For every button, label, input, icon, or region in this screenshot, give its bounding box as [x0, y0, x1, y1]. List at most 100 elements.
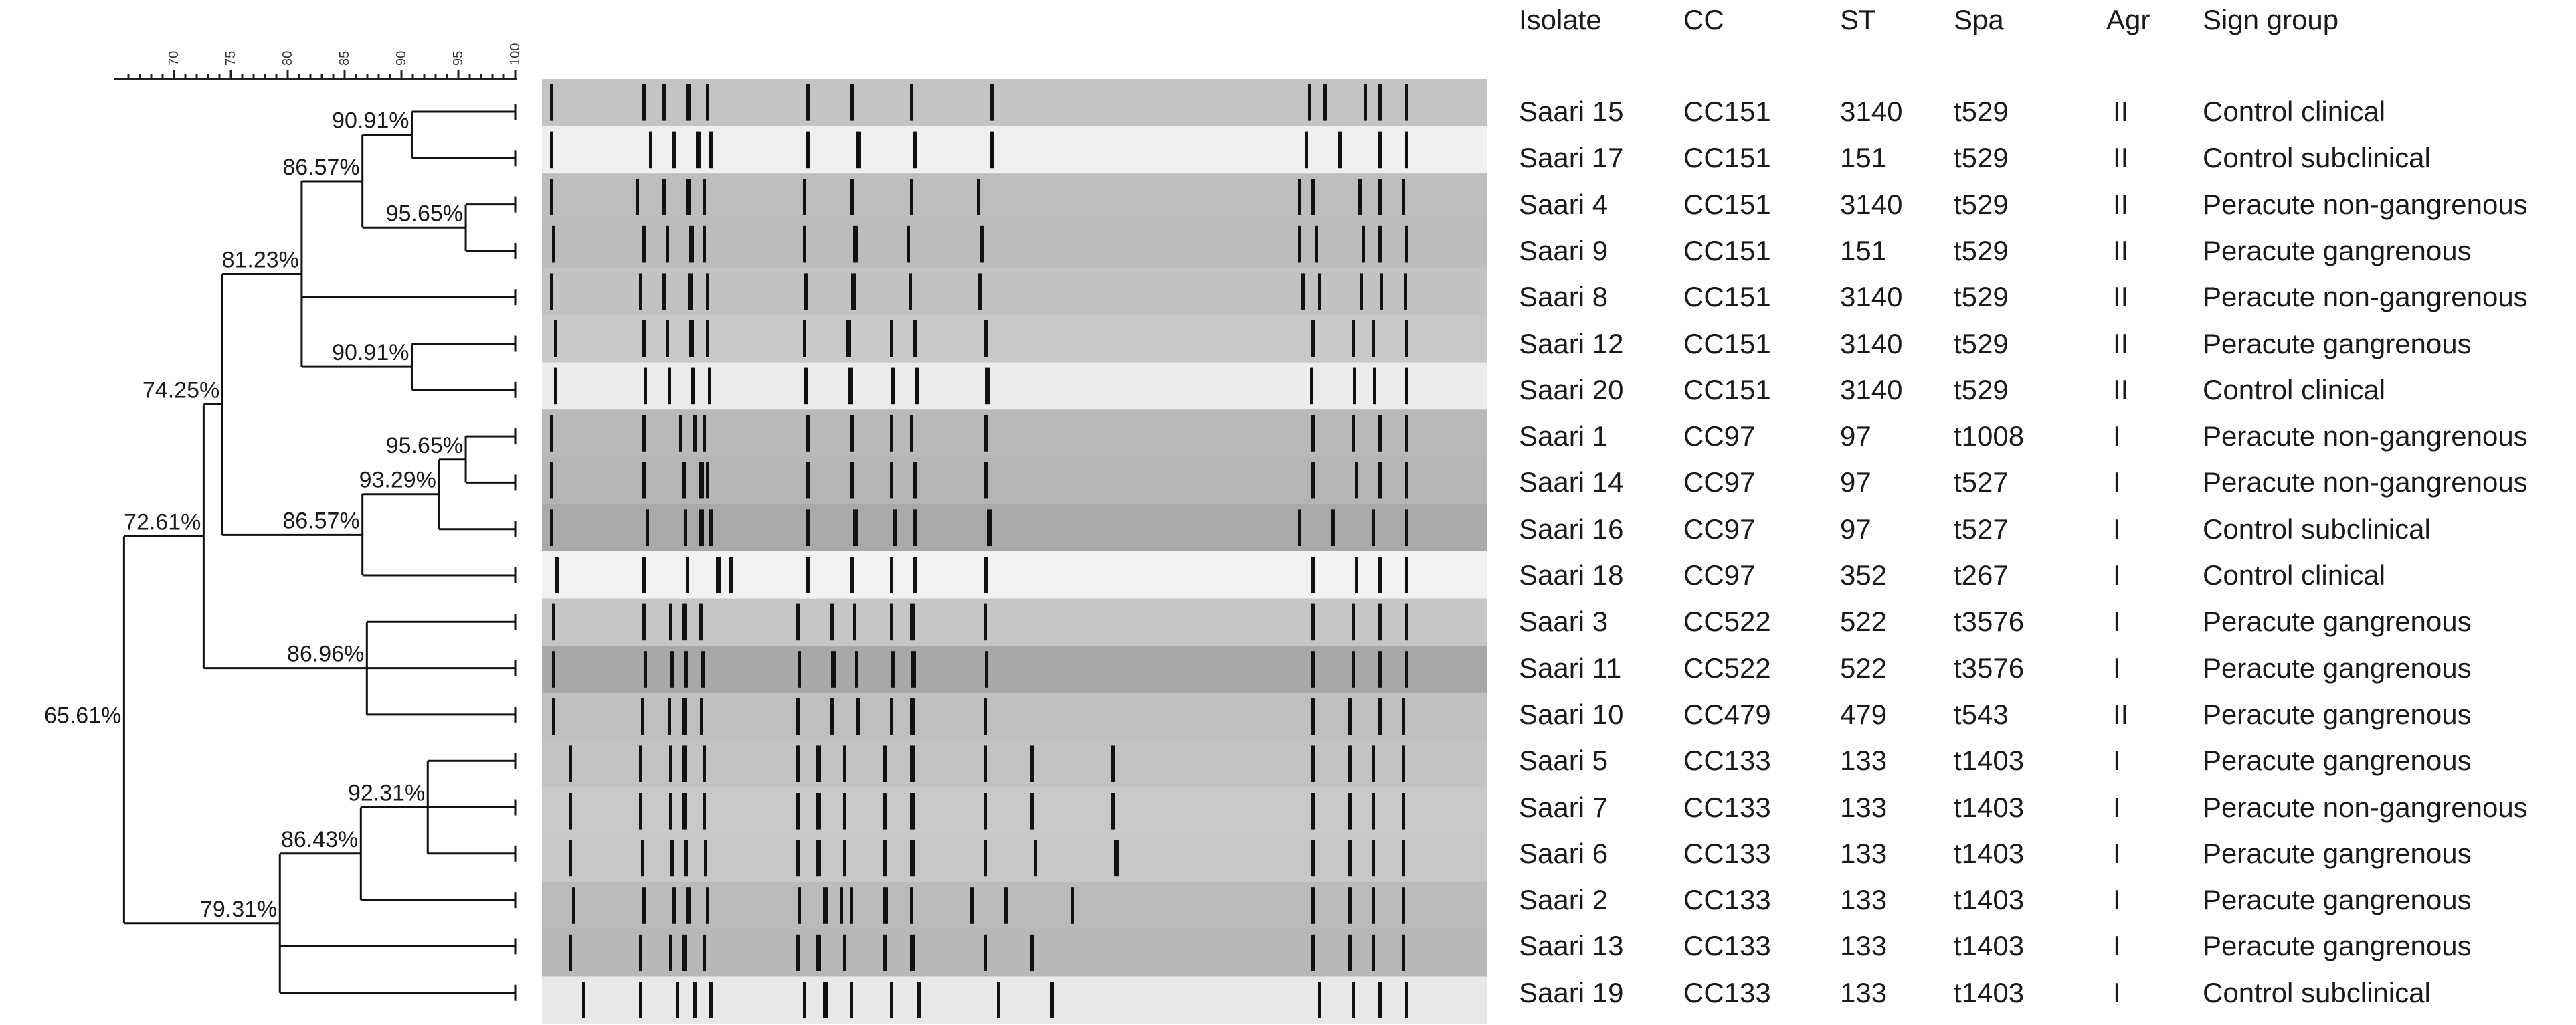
gel-band: [985, 367, 990, 405]
gel-band: [798, 887, 801, 924]
cell-sign-group: Peracute gangrenous: [2203, 745, 2472, 777]
gel-band: [853, 509, 858, 546]
gel-band: [699, 462, 704, 499]
gel-band: [639, 745, 642, 782]
gel-band: [706, 462, 709, 499]
cell-st: 97: [1840, 466, 1871, 498]
cell-isolate: Saari 15: [1519, 96, 1624, 127]
node-similarity-label: 86.57%: [282, 155, 359, 180]
gel-band: [806, 462, 810, 499]
gel-band: [855, 651, 858, 688]
gel-band: [642, 320, 646, 357]
cell-agr: I: [2113, 930, 2121, 962]
cell-spa: t529: [1954, 96, 2009, 127]
gel-band: [709, 982, 713, 1018]
gel-band: [913, 320, 917, 357]
gel-band: [642, 84, 646, 121]
gel-band: [840, 887, 843, 924]
cell-spa: t529: [1954, 142, 2009, 174]
gel-band: [890, 603, 893, 641]
gel-band: [1405, 462, 1408, 499]
cell-spa: t1403: [1954, 930, 2025, 962]
gel-band: [688, 273, 693, 310]
gel-band: [642, 415, 646, 452]
gel-band: [729, 557, 733, 593]
gel-band: [641, 698, 644, 735]
cell-cc: CC479: [1683, 698, 1771, 730]
cell-spa: t529: [1954, 373, 2009, 405]
gel-band: [1298, 225, 1301, 263]
gel-band: [893, 509, 897, 546]
gel-band: [1405, 320, 1408, 357]
gel-band: [987, 509, 992, 546]
gel-band: [984, 415, 988, 452]
gel-band: [1352, 320, 1355, 357]
cell-isolate: Saari 20: [1519, 373, 1624, 405]
gel-band: [823, 982, 828, 1018]
gel-band: [806, 415, 810, 452]
cell-cc: CC151: [1683, 373, 1771, 405]
cell-cc: CC133: [1683, 745, 1771, 777]
cell-isolate: Saari 6: [1519, 837, 1608, 869]
gel-band: [1030, 793, 1034, 830]
gel-band: [1402, 745, 1405, 782]
gel-band: [907, 225, 910, 263]
gel-band: [816, 793, 821, 830]
gel-band: [552, 225, 555, 263]
gel-band: [552, 698, 555, 735]
gel-band: [1364, 84, 1367, 121]
cell-spa: t543: [1954, 698, 2009, 730]
gel-lane: [542, 882, 1487, 930]
gel-band: [701, 651, 705, 688]
gel-band: [684, 651, 688, 688]
gel-band: [699, 509, 704, 546]
cell-sign-group: Peracute gangrenous: [2203, 837, 2472, 869]
cell-st: 3140: [1840, 96, 1903, 127]
gel-band: [550, 179, 553, 215]
gel-lane: [542, 692, 1487, 741]
cell-spa: t527: [1954, 512, 2009, 545]
cell-sign-group: Peracute non-gangrenous: [2203, 420, 2528, 452]
gel-band: [703, 934, 706, 971]
gel-band: [803, 982, 806, 1018]
gel-band: [909, 273, 912, 310]
gel-band: [891, 367, 895, 405]
gel-band: [1311, 462, 1315, 499]
gel-band: [984, 840, 987, 877]
node-similarity-label: 90.91%: [332, 340, 409, 365]
node-similarity-label: 86.96%: [287, 642, 364, 667]
gel-band: [644, 367, 647, 405]
gel-band: [636, 179, 639, 215]
gel-band: [1071, 887, 1074, 924]
gel-band: [1405, 557, 1408, 593]
gel-band: [1308, 84, 1311, 121]
gel-band: [682, 745, 687, 782]
gel-band: [1311, 557, 1315, 593]
gel-band: [910, 179, 913, 215]
gel-band: [1402, 793, 1405, 830]
gel-band: [684, 840, 688, 877]
gel-band: [848, 367, 853, 405]
gel-band: [1402, 887, 1405, 924]
gel-band: [1318, 982, 1321, 1018]
gel-band: [644, 651, 647, 688]
gel-band: [1311, 179, 1315, 215]
gel-band: [883, 840, 887, 877]
gel-band: [689, 225, 694, 263]
cell-isolate: Saari 2: [1519, 884, 1608, 916]
gel-band: [706, 273, 709, 310]
gel-band: [1378, 131, 1382, 169]
gel-band: [830, 603, 834, 641]
cell-spa: t529: [1954, 281, 2009, 313]
scale-tick-label: 95: [451, 51, 466, 66]
gel-band: [804, 367, 808, 405]
gel-band: [686, 887, 691, 924]
gel-band: [569, 745, 572, 782]
cell-isolate: Saari 4: [1519, 188, 1608, 220]
gel-band: [1111, 793, 1115, 830]
cell-spa: t1403: [1954, 837, 2025, 869]
gel-band: [890, 320, 893, 357]
cell-agr: II: [2113, 373, 2129, 405]
cell-cc: CC97: [1683, 466, 1756, 498]
gel-band: [1405, 651, 1408, 688]
